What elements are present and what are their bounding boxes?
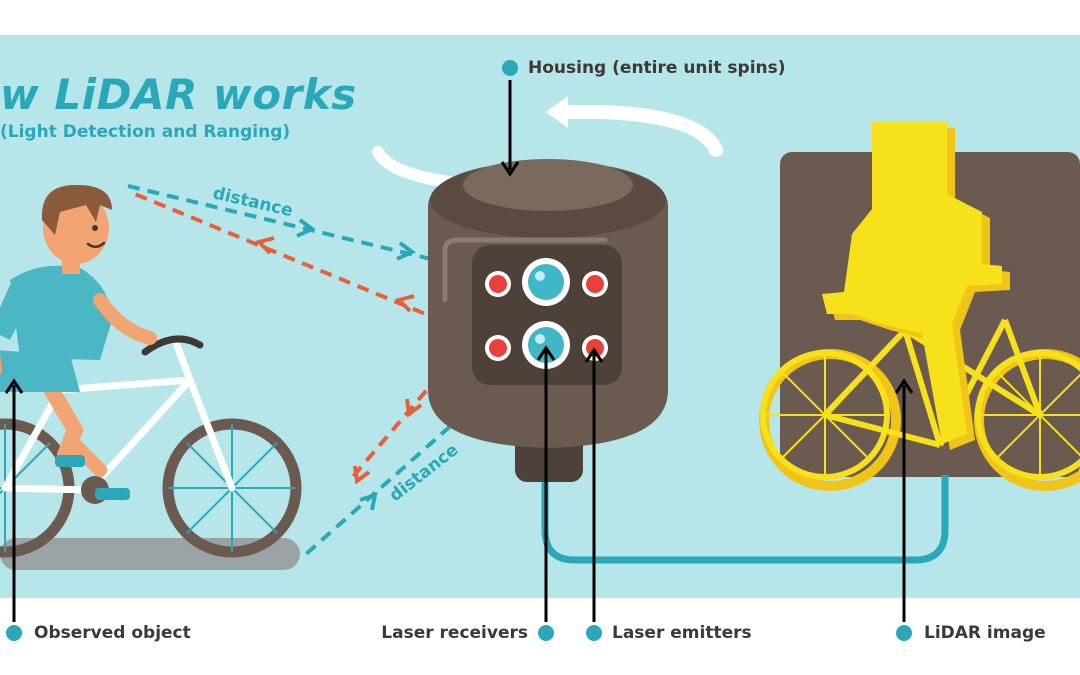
lidar-image-label: LiDAR image <box>924 623 1046 643</box>
lidar-image-illustration <box>759 122 1080 491</box>
callout-lines <box>4 80 914 622</box>
laser-receiver-icon <box>522 258 570 369</box>
laser-receivers-label: Laser receivers <box>381 623 528 643</box>
lidar-housing-illustration <box>428 159 668 482</box>
page-subtitle: (Light Detection and Ranging) <box>0 122 291 142</box>
ground-shadow <box>0 538 300 570</box>
laser-emitters-label: Laser emitters <box>612 623 752 643</box>
laser-emitter-icon <box>485 271 608 361</box>
cyclist-illustration <box>0 184 302 558</box>
callout-dots <box>6 60 912 641</box>
housing-label: Housing (entire unit spins) <box>528 58 786 78</box>
page-title: w LiDAR works <box>0 70 357 119</box>
observed-object-label: Observed object <box>34 623 191 643</box>
